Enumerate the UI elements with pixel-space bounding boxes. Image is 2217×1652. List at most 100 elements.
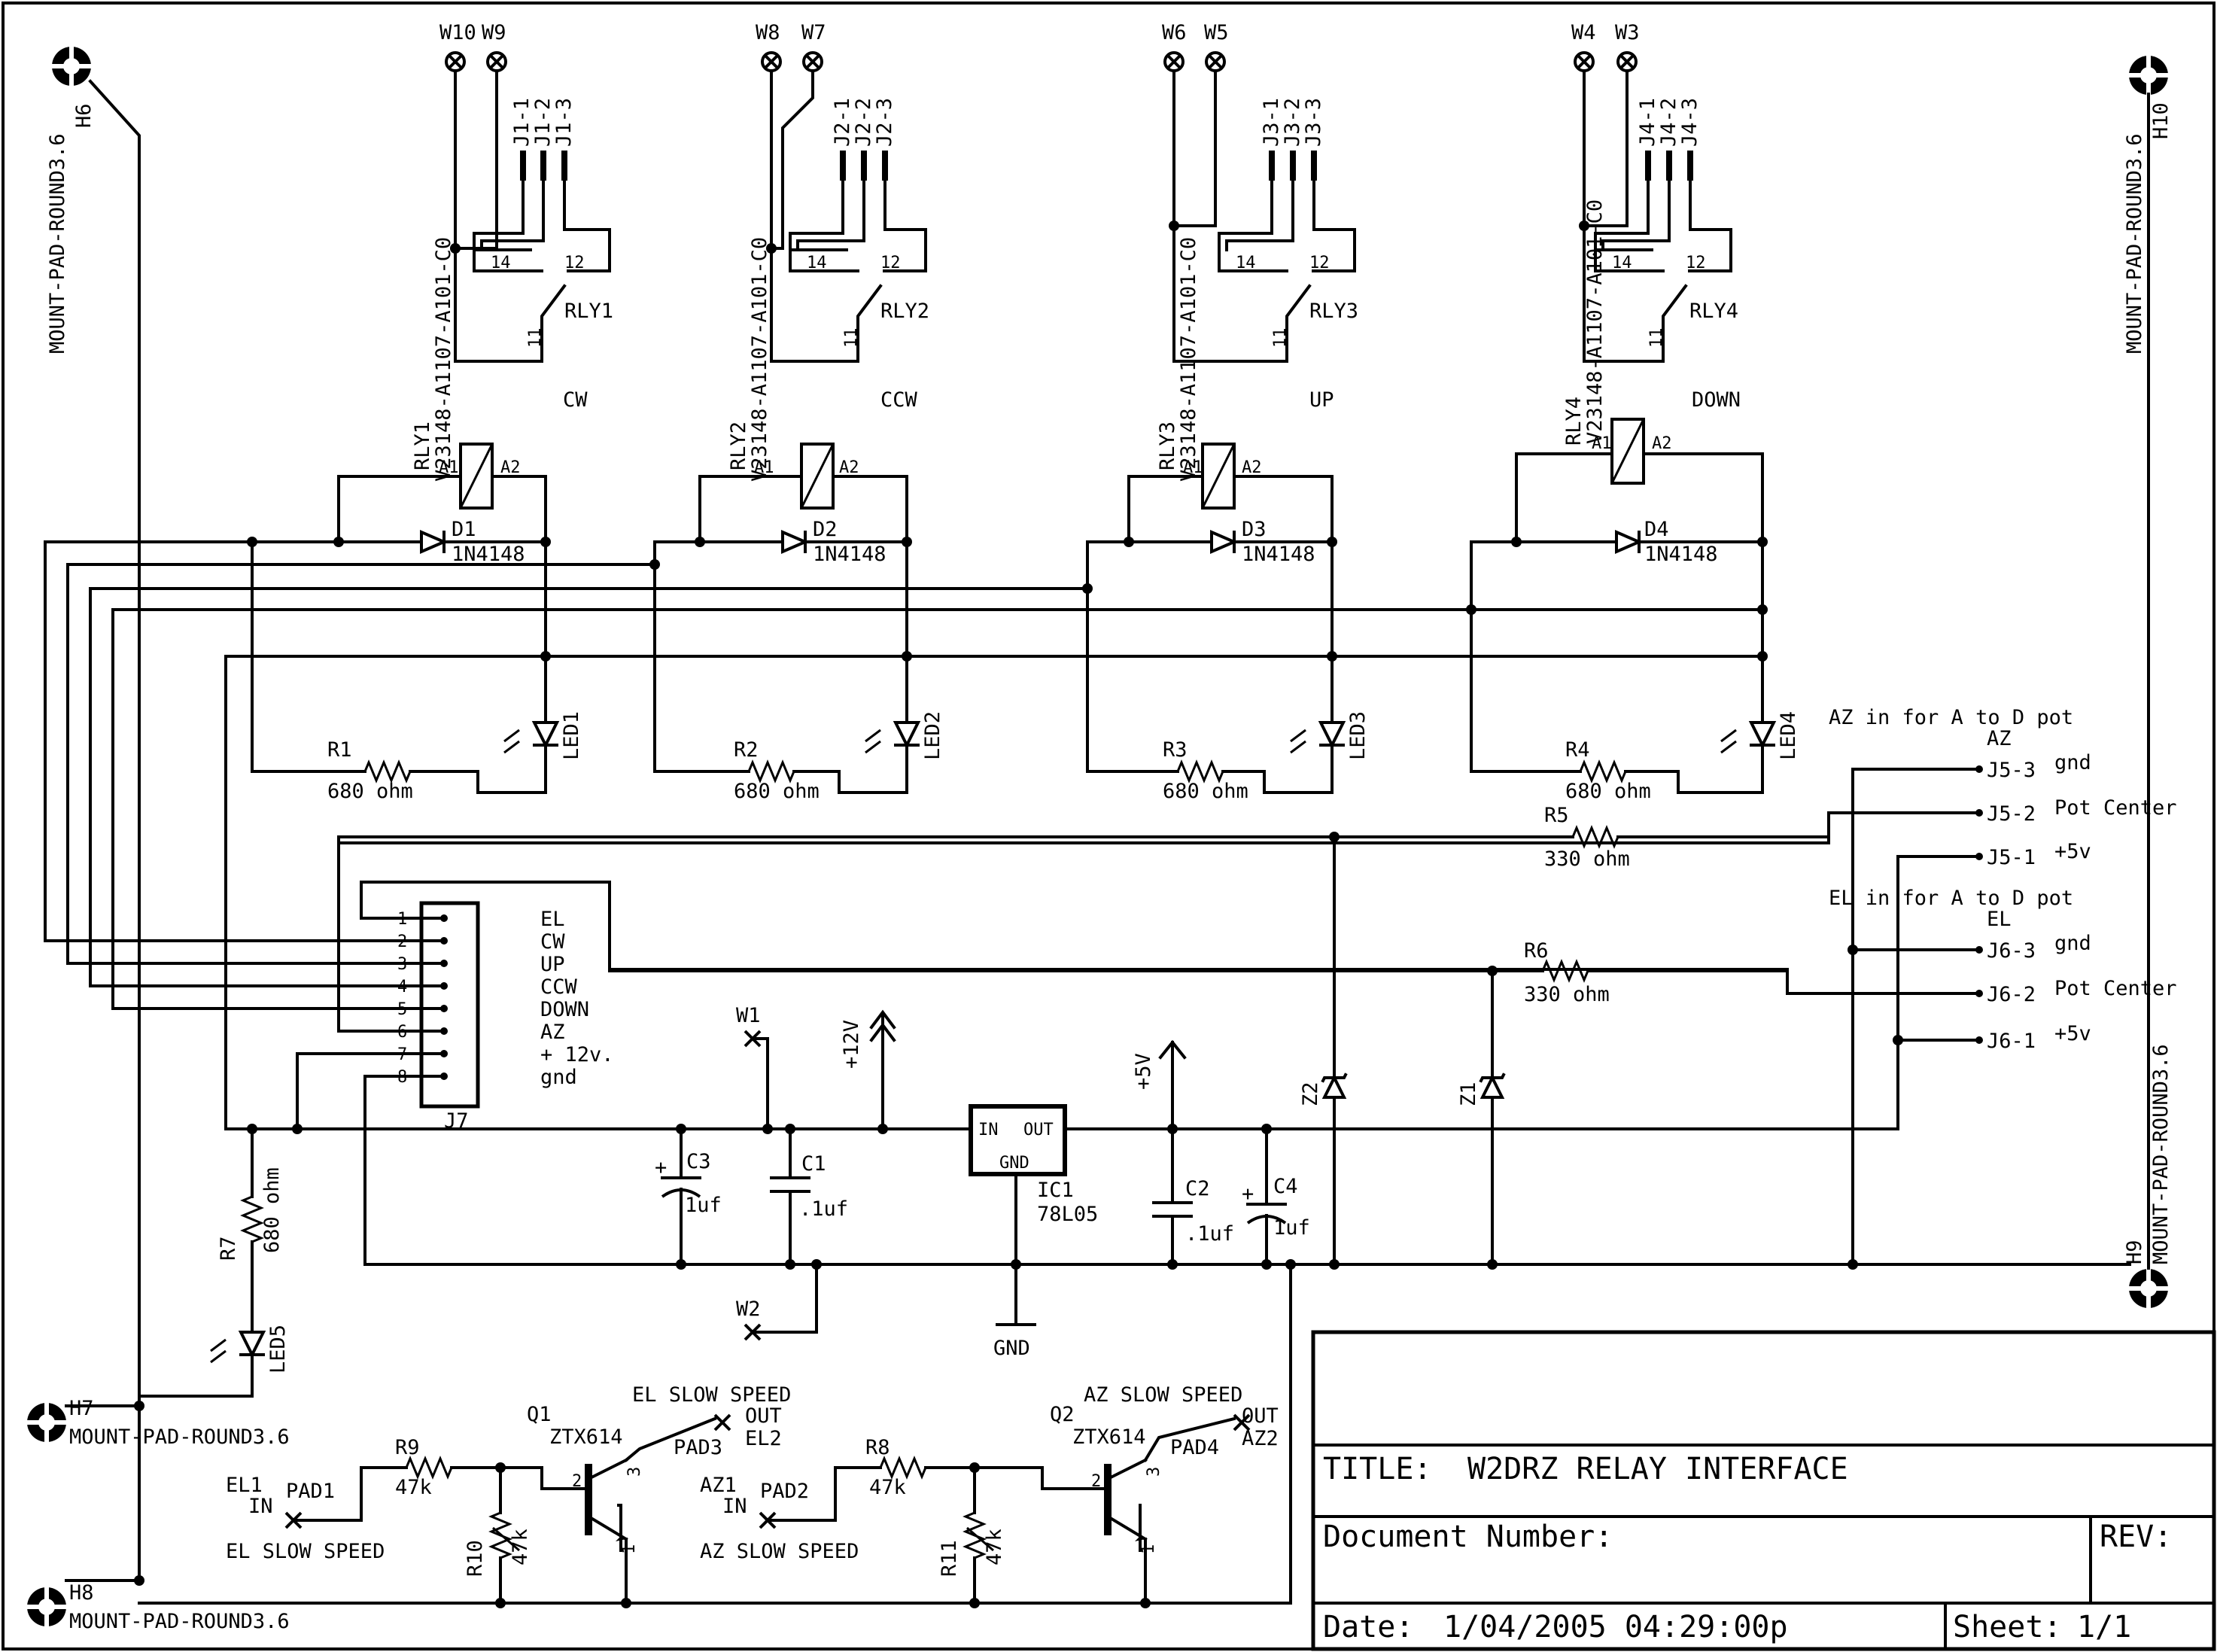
svg-text:AZ: AZ [540, 1021, 565, 1044]
sheet-value: 1/1 [2077, 1610, 2131, 1644]
svg-text:J1-3: J1-3 [552, 98, 576, 147]
relay-coil-ref-rly2: RLY2 [727, 421, 750, 470]
mount-part-h10: MOUNT-PAD-ROUND3.6 [2123, 133, 2146, 354]
resistor-val-r2: 680 ohm [734, 780, 820, 803]
pad-ref-pad4: PAD4 [1170, 1436, 1219, 1459]
pad-out-az: OUT [1242, 1404, 1279, 1428]
resistor-r6: R6 330 ohm [608, 939, 1962, 1006]
svg-text:J3-1: J3-1 [1260, 98, 1283, 147]
mount-pad-h6: H6 MOUNT-PAD-ROUND3.6 [46, 45, 96, 354]
supply-plus5v: +5V [1132, 1039, 1187, 1130]
resistor-ref-r9: R9 [395, 1436, 420, 1459]
relay-coil-ref-rly1: RLY1 [411, 421, 434, 470]
resistor-ref-r4: R4 [1565, 738, 1590, 762]
wire-pad-w7: W7 [801, 21, 826, 72]
wire-pad-label-w2: W2 [736, 1298, 761, 1321]
wire-pad-w2: W2 [736, 1263, 818, 1341]
svg-text:2: 2 [572, 1472, 582, 1491]
mount-ref-h7: H7 [69, 1397, 94, 1420]
transistor-q1: Q1 ZTX614 2 3 1 [527, 1403, 717, 1605]
led-ref-led5: LED5 [266, 1325, 290, 1374]
resistor-val-r11: 47k [983, 1529, 1006, 1565]
pad-ref-pad3: PAD3 [674, 1436, 722, 1459]
slow-speed-az: AZ1 IN PAD2 AZ SLOW SPEED R8 47k R11 47k… [700, 1383, 1279, 1605]
relay-part-rly2: V23148-A1107-A101-C0 [748, 237, 771, 482]
resistor-ref-r6: R6 [1524, 939, 1549, 963]
regulator-val-ic1: 78L05 [1037, 1203, 1098, 1226]
resistor-val-r5: 330 ohm [1544, 847, 1630, 871]
svg-text:8: 8 [397, 1068, 407, 1087]
svg-text:3: 3 [625, 1467, 644, 1477]
svg-text:DOWN: DOWN [540, 998, 589, 1021]
svg-text:+: + [1242, 1182, 1254, 1206]
power-section: W1 +12V 1 + C3 1uf C1 .1uf [224, 706, 2177, 1360]
wire-pad-label-w1: W1 [736, 1004, 761, 1027]
diode-val-d3: 1N4148 [1242, 543, 1315, 566]
control-bus [44, 540, 1962, 1266]
svg-text:11: 11 [526, 328, 545, 348]
relay-part-rly4: V23148-A1107-A101-C0 [1583, 199, 1607, 444]
svg-text:12: 12 [1686, 254, 1706, 272]
mount-pad-h10: H10 MOUNT-PAD-ROUND3.6 [2123, 54, 2173, 354]
capacitor-c3: 1 + C3 1uf [655, 1127, 722, 1266]
capacitor-val-c3: 1uf [685, 1194, 722, 1217]
svg-text:A1: A1 [1183, 458, 1203, 477]
wire-pad-label-w7: W7 [801, 21, 826, 44]
wire-pad-w8: W8 [756, 21, 782, 72]
svg-text:UP: UP [540, 953, 565, 976]
wire-pad-label-w6: W6 [1162, 21, 1187, 44]
capacitor-c4: + C4 1uf [1242, 1127, 1310, 1266]
led-ref-led1: LED1 [560, 711, 583, 760]
resistor-r7: R7 680 ohm [217, 1127, 284, 1334]
relay-function-up: UP [1309, 388, 1334, 412]
connector-j4: J4-1 J4-2 J4-3 [1636, 98, 1702, 181]
zener-ref-z1: Z1 [1457, 1082, 1480, 1106]
wire-pad-w9: W9 [482, 21, 507, 72]
svg-text:A2: A2 [500, 458, 521, 477]
supply-label-plus12v: +12V [840, 1020, 863, 1069]
pot-az-center: Pot Center [2054, 796, 2177, 820]
pot-az-gnd: gnd [2054, 751, 2091, 774]
svg-text:A1: A1 [439, 458, 459, 477]
capacitor-ref-c4: C4 [1273, 1175, 1298, 1198]
svg-text:J5-2: J5-2 [1987, 802, 2036, 826]
wire-pad-w10: W10 [439, 21, 476, 72]
regulator-ic1: IN OUT GND IC1 78L05 [969, 1104, 1098, 1326]
zener-z2: Z2 [1299, 835, 1348, 1266]
connector-j3: J3-1 J3-2 J3-3 [1260, 98, 1325, 181]
diode-val-d4: 1N4148 [1644, 543, 1718, 566]
svg-text:CW: CW [540, 930, 565, 954]
mount-part-h9: MOUNT-PAD-ROUND3.6 [2149, 1044, 2173, 1264]
resistor-val-r3: 680 ohm [1163, 780, 1248, 803]
svg-text:6: 6 [397, 1023, 407, 1042]
pot-el-sub: EL [1987, 908, 2012, 931]
wire-pad-label-w10: W10 [439, 21, 476, 44]
diode-ref-d1: D1 [452, 518, 476, 541]
capacitor-val-c1: .1uf [799, 1197, 848, 1221]
resistor-val-r10: 47k [509, 1529, 532, 1565]
pot-az-plus: +5v [2054, 840, 2091, 863]
wire-pad-label-w4: W4 [1571, 21, 1596, 44]
svg-text:gnd: gnd [540, 1066, 577, 1089]
pad-el-slow-bottom: EL SLOW SPEED [226, 1540, 385, 1563]
resistor-ref-r8: R8 [865, 1436, 890, 1459]
sheet-label: Sheet: [1953, 1610, 2062, 1644]
wire-pad-label-w3: W3 [1615, 21, 1640, 44]
wire-pad-label-w9: W9 [482, 21, 506, 44]
led-led5: LED5 [138, 1325, 290, 1398]
svg-text:5: 5 [397, 1000, 407, 1019]
led-ref-led4: LED4 [1777, 711, 1800, 760]
pot-el-center: Pot Center [2054, 977, 2177, 1000]
mount-pad-h7: H7 MOUNT-PAD-ROUND3.6 [26, 1397, 290, 1449]
relay-coil-ref-rly3: RLY3 [1156, 421, 1179, 470]
svg-text:7: 7 [397, 1045, 407, 1064]
led-ref-led2: LED2 [921, 711, 944, 760]
wire-pad-w1: W1 [736, 1004, 769, 1130]
relay-channel-1: W10 W9 J1-1 J1-2 J1-3 14 12 11 RLY1 V231… [247, 21, 613, 803]
svg-text:J6-3: J6-3 [1987, 939, 2036, 963]
svg-text:A1: A1 [1592, 434, 1612, 453]
mount-part-h7: MOUNT-PAD-ROUND3.6 [69, 1425, 290, 1449]
svg-text:12: 12 [1309, 254, 1330, 272]
diode-ref-d4: D4 [1644, 518, 1669, 541]
